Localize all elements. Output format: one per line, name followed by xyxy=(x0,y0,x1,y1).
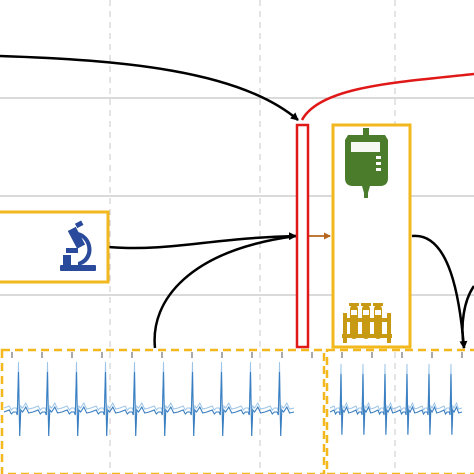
iv-bag-icon xyxy=(345,128,388,198)
arrow-microscope-to-red-bar xyxy=(107,232,297,250)
red-bar-node xyxy=(295,123,310,349)
ecg-region-left xyxy=(0,348,326,474)
connectors xyxy=(0,54,474,349)
ecg-trace xyxy=(329,373,463,435)
arrow-ecg-to-red-bar xyxy=(153,234,297,349)
arrow-top-to-red-bar xyxy=(0,54,299,121)
microscope-box xyxy=(0,210,110,284)
treatment-box xyxy=(331,123,412,349)
arrow-right-edge-to-ecg xyxy=(461,285,474,349)
ecg-trace xyxy=(3,371,295,437)
ecg-trace xyxy=(3,361,295,436)
ecg-region-right xyxy=(325,348,474,474)
ecg-strip xyxy=(0,348,474,474)
ecg-trace xyxy=(329,363,463,435)
ecg-waveform xyxy=(3,352,463,437)
test-tubes-icon xyxy=(342,303,392,343)
microscope-icon xyxy=(60,220,96,271)
arrow-treatment-box-to-ecg xyxy=(411,234,468,349)
red-feedback-curve xyxy=(300,72,474,121)
